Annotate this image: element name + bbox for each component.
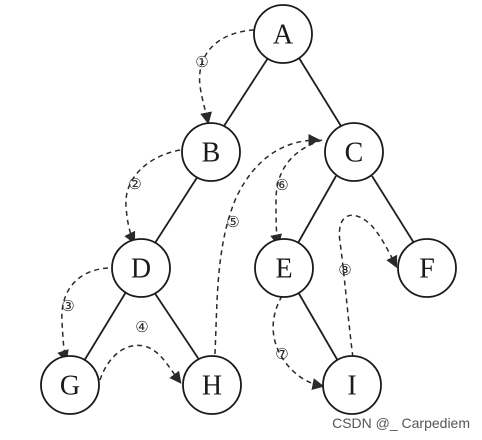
node-label-b: B <box>202 138 221 169</box>
edge-c-f <box>371 175 415 244</box>
traversal-arrow-2 <box>124 149 181 245</box>
node-i: I <box>322 355 382 415</box>
edge-b-d <box>154 175 199 244</box>
step-label-8: ⑧ <box>338 261 351 279</box>
node-label-f: F <box>419 254 435 285</box>
traversal-arrows <box>57 29 398 390</box>
traversal-arrow-7 <box>272 295 325 390</box>
tree-edges <box>83 57 415 362</box>
step-label-5: ⑤ <box>226 213 239 231</box>
edge-a-b <box>223 57 269 127</box>
traversal-arrow-3 <box>57 267 109 363</box>
node-f: F <box>397 238 457 298</box>
node-label-c: C <box>345 138 364 169</box>
tree-nodes: A B C D E F G H <box>40 4 457 415</box>
step-label-6: ⑥ <box>275 176 288 194</box>
traversal-arrow-4 <box>99 344 182 384</box>
node-h: H <box>182 355 242 415</box>
node-c: C <box>324 122 384 182</box>
step-label-3: ③ <box>61 297 74 315</box>
edge-e-i <box>297 291 339 362</box>
node-label-d: D <box>131 254 151 285</box>
step-labels: ① ② ③ ④ ⑤ ⑥ ⑦ ⑧ <box>61 53 351 363</box>
step-label-7: ⑦ <box>275 345 288 363</box>
edge-d-h <box>153 291 201 362</box>
edge-c-e <box>297 175 337 244</box>
traversal-arrow-8 <box>338 214 398 367</box>
step-label-2: ② <box>128 175 141 193</box>
node-b: B <box>181 122 241 182</box>
step-label-1: ① <box>195 53 208 71</box>
watermark: CSDN @_ Carpediem <box>332 415 470 431</box>
traversal-arrow-1 <box>198 29 255 125</box>
node-label-g: G <box>60 371 80 402</box>
node-label-a: A <box>273 20 294 51</box>
step-label-4: ④ <box>135 318 148 336</box>
node-g: G <box>40 355 100 415</box>
edge-a-c <box>298 57 342 127</box>
node-label-e: E <box>275 254 292 285</box>
node-e: E <box>254 238 314 298</box>
node-a: A <box>253 4 313 64</box>
traversal-arrow-6 <box>270 139 323 247</box>
edge-d-g <box>83 291 127 362</box>
node-d: D <box>111 238 171 298</box>
node-label-h: H <box>202 371 222 402</box>
node-label-i: I <box>347 371 356 402</box>
traversal-arrow-5 <box>213 134 321 373</box>
